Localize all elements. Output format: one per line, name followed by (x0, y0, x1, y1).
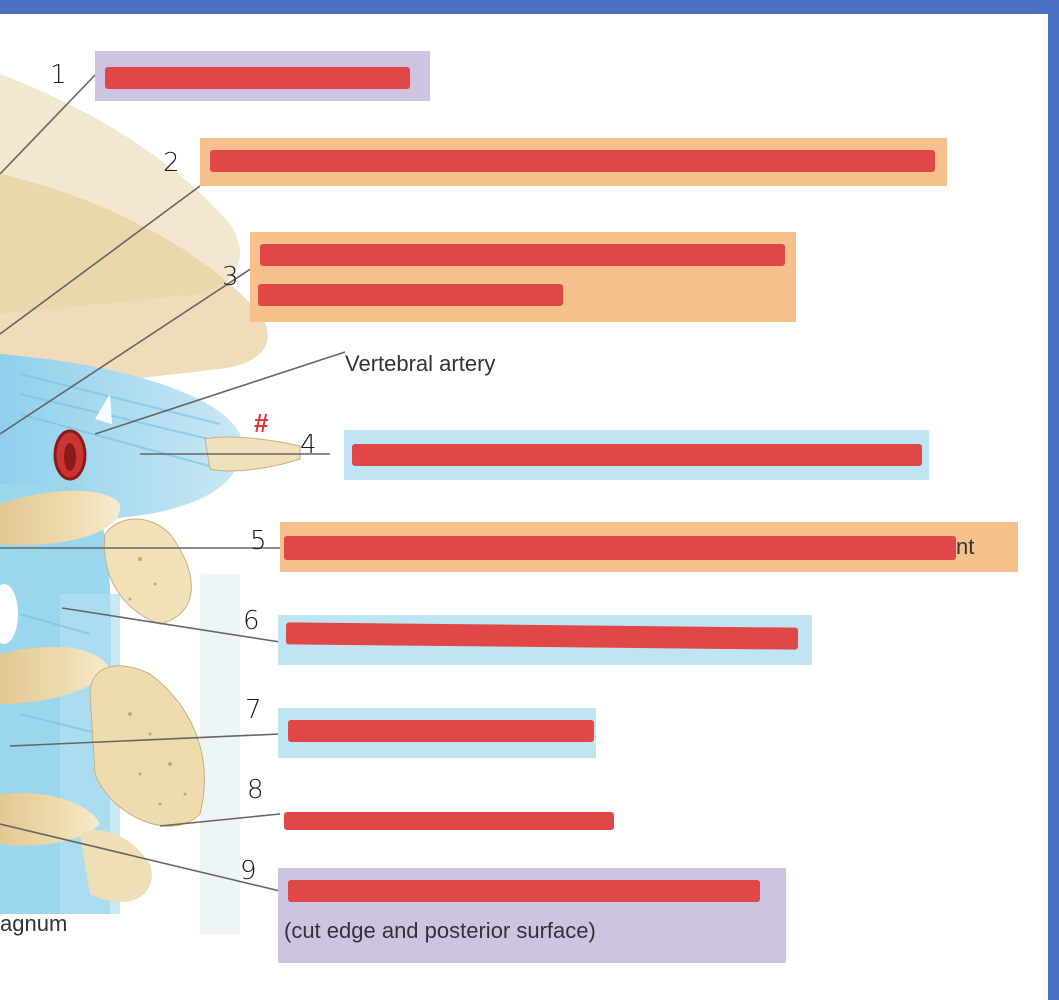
spinous-process-3 (80, 830, 152, 903)
hand-number-2: 2 (163, 148, 180, 178)
hand-number-8: 8 (247, 775, 264, 805)
label-box-5: nt (280, 522, 1018, 572)
anatomy-illustration (0, 73, 346, 934)
label-box-6 (278, 615, 812, 665)
hand-number-9: 9 (240, 856, 257, 886)
vertebral-artery-label: Vertebral artery (345, 351, 496, 376)
label-box-4 (344, 430, 929, 480)
hand-number-3: 3 (222, 262, 239, 292)
label-box-3 (250, 232, 796, 322)
spinous-process-1 (103, 518, 192, 625)
leader-lines (0, 73, 346, 892)
label-box-9: (cut edge and posterior surface) (278, 868, 786, 963)
label-9-second-line: (cut edge and posterior surface) (284, 918, 596, 943)
redaction-bar (210, 150, 935, 172)
redaction-bar (288, 720, 594, 742)
redaction-bar (284, 812, 614, 830)
hand-number-7: 7 (245, 695, 262, 725)
redaction-bar (284, 536, 956, 560)
redaction-bar (352, 444, 922, 466)
hash-mark: # (254, 408, 269, 438)
label-box-7 (278, 708, 596, 758)
bone-bar-2 (0, 646, 110, 704)
hand-number-5: 5 (250, 526, 267, 556)
hand-number-4: 4 (300, 430, 317, 460)
diagram-canvas: Vertebral artery nt (cut edge and poster… (0, 14, 1048, 1000)
redaction-bar (288, 880, 760, 902)
spinous-process-2 (89, 665, 205, 827)
bone-bar-3 (0, 793, 100, 846)
ligament-fibers (19, 373, 231, 735)
redaction-bar (260, 244, 785, 266)
hand-number-1: 1 (50, 60, 67, 90)
bone-bar-1 (0, 490, 121, 545)
label-box-1 (95, 51, 430, 101)
label-box-8 (280, 804, 620, 844)
foramen-magnum-partial-label: agnum (0, 911, 68, 936)
redaction-bar (285, 622, 799, 650)
dens-shape (0, 174, 268, 394)
label-box-2 (200, 138, 947, 186)
foramen-opening (0, 584, 18, 644)
label-5-fragment: nt (956, 534, 975, 559)
redaction-bar (258, 284, 563, 306)
redaction-bar (105, 67, 410, 89)
hand-number-6: 6 (243, 606, 260, 636)
bone-speckles (128, 557, 187, 806)
